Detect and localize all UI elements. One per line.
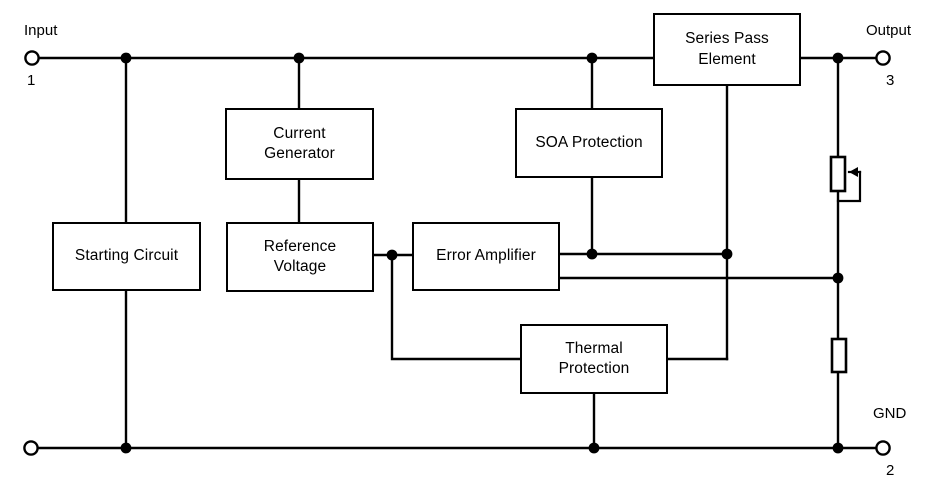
output-terminal-pin-number: 3 [886,72,895,89]
adjust-potentiometer-symbol [829,155,862,203]
junction-dot-reference-branch [386,249,398,261]
block-starting-circuit[interactable]: Starting Circuit [52,222,201,291]
junction-dot-input-soa [586,52,598,64]
output-terminal-label: Output [866,22,912,39]
error-amplifier-output-net [558,252,840,280]
junction-dot-input-currentgen [293,52,305,64]
block-label-current-generator: Current Generator [264,124,335,162]
ground-left-terminal-circle[interactable] [23,440,39,456]
block-thermal-protection[interactable]: Thermal Protection [520,324,668,394]
block-error-amplifier[interactable]: Error Amplifier [412,222,560,291]
junction-dot-divider-tap [832,272,844,284]
input-terminal-circle[interactable] [24,50,40,66]
ground-terminal-pin-number: 2 [886,462,895,479]
divider-resistor-symbol [830,337,848,374]
output-terminal-circle[interactable] [875,50,891,66]
wiper-arrowhead [849,167,858,177]
junction-dot-ground-thermal [588,442,600,454]
wiper-return-path [836,170,862,203]
junction-dot-soa-erroramp [586,248,598,260]
block-series-pass-element[interactable]: Series Pass Element [653,13,801,86]
output-rail-net [799,56,878,450]
junction-dot-erroramp-seriespass [721,248,733,260]
block-label-starting-circuit: Starting Circuit [74,247,179,265]
series-pass-control-net [666,84,729,361]
block-label-error-amplifier: Error Amplifier [436,247,536,265]
block-label-series-pass-element: Series Pass Element [685,30,769,68]
input-terminal-pin-number: 1 [27,72,36,89]
block-label-reference-voltage: Reference Voltage [263,237,337,275]
reference-voltage-to-thermal-protection [390,253,522,361]
ground-right-terminal-circle[interactable] [875,440,891,456]
input-terminal-label: Input [24,22,58,39]
terminal-circles [23,50,891,456]
block-reference-voltage[interactable]: Reference Voltage [226,222,374,292]
block-label-thermal-protection: Thermal Protection [558,339,630,377]
junction-dot-ground-start [120,442,132,454]
junction-dot-ground-divider [832,442,844,454]
junction-dots [120,52,844,454]
input-rail-net [37,56,655,224]
ground-rail-net [36,289,878,450]
block-current-generator[interactable]: Current Generator [225,108,374,180]
block-soa-protection[interactable]: SOA Protection [515,108,663,178]
ground-terminal-label: GND [873,405,907,422]
junction-dot-output-divider [832,52,844,64]
junction-dot-input-start [120,52,132,64]
block-label-soa-protection: SOA Protection [535,133,643,151]
